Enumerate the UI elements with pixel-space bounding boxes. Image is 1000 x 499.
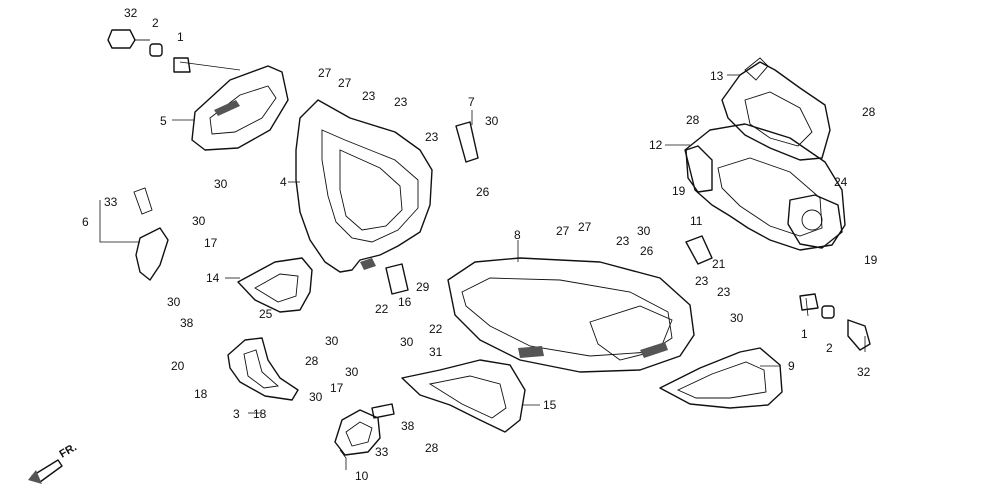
callout: 28 (425, 441, 439, 455)
callout: 29 (416, 280, 430, 294)
callout: 16 (398, 295, 412, 309)
callout: 30 (485, 114, 499, 128)
part-floor-cover-9 (659, 347, 783, 409)
callout: 15 (543, 398, 557, 412)
part-upper-cover-5 (191, 65, 289, 151)
callout: 14 (206, 271, 220, 285)
callout: 23 (425, 130, 439, 144)
callout: 31 (429, 345, 443, 359)
part-meter-panel-12 (684, 123, 846, 251)
callout: 17 (330, 381, 344, 395)
callout: 10 (355, 469, 369, 483)
callout: 32 (124, 6, 138, 20)
callout: 11 (690, 214, 703, 228)
part-bracket-6 (133, 187, 169, 281)
part-inner-cover-14 (237, 257, 313, 313)
part-grille-10 (334, 409, 381, 456)
callout: 8 (514, 228, 521, 242)
callout: 1 (801, 327, 808, 341)
callout: 30 (325, 334, 339, 348)
callout: 28 (686, 113, 700, 127)
callout: 22 (375, 302, 389, 316)
callout: 2 (826, 341, 833, 355)
callout-labels: 32 2 1 27 27 23 23 7 30 5 23 4 30 26 13 … (82, 6, 878, 483)
callout: 32 (857, 365, 871, 379)
part-lower-cover-3 (227, 337, 299, 401)
callout: 30 (400, 335, 414, 349)
direction-label: FR. (58, 441, 79, 460)
callout: 21 (712, 257, 726, 271)
callout: 26 (476, 185, 490, 199)
callout: 23 (616, 234, 630, 248)
callout: 30 (637, 224, 651, 238)
callout: 27 (318, 66, 332, 80)
callout: 24 (834, 175, 848, 189)
callout: 6 (82, 215, 89, 229)
callout: 23 (695, 274, 709, 288)
callout: 18 (253, 407, 267, 421)
callout: 27 (556, 224, 570, 238)
part-side-cover-8 (447, 257, 695, 373)
part-front-frame-4 (295, 99, 433, 273)
callout: 23 (394, 95, 408, 109)
callout: 19 (864, 253, 878, 267)
callout: 28 (305, 354, 319, 368)
callout: 30 (214, 177, 228, 191)
callout: 20 (171, 359, 185, 373)
callout: 23 (717, 285, 731, 299)
callout: 38 (180, 316, 194, 330)
callout: 17 (204, 236, 218, 250)
callout: 9 (788, 359, 795, 373)
callout: 7 (468, 95, 475, 109)
callout: 13 (710, 69, 724, 83)
callout: 12 (649, 138, 663, 152)
callout: 18 (194, 387, 208, 401)
callout: 23 (362, 89, 376, 103)
callout: 26 (640, 244, 654, 258)
callout: 4 (280, 175, 287, 189)
callout: 30 (192, 214, 206, 228)
callout: 1 (177, 30, 184, 44)
callout: 2 (152, 16, 159, 30)
callout: 3 (233, 407, 240, 421)
callout: 30 (730, 311, 744, 325)
callout: 28 (862, 105, 876, 119)
callout: 30 (345, 365, 359, 379)
callout: 22 (429, 322, 443, 336)
leader-lines (99, 61, 866, 470)
callout: 5 (160, 114, 167, 128)
callout: 33 (104, 195, 118, 209)
callout: 27 (338, 76, 352, 90)
callout: 38 (401, 419, 415, 433)
part-upper-panel-13 (721, 57, 831, 161)
fr-arrow: FR. (28, 441, 79, 484)
callout: 27 (578, 220, 592, 234)
callout: 30 (167, 295, 181, 309)
callout: 33 (375, 445, 389, 459)
part-fasteners (107, 29, 871, 419)
callout: 30 (309, 390, 323, 404)
callout: 25 (259, 307, 273, 321)
callout: 19 (672, 184, 686, 198)
part-under-cover-15 (401, 359, 526, 433)
